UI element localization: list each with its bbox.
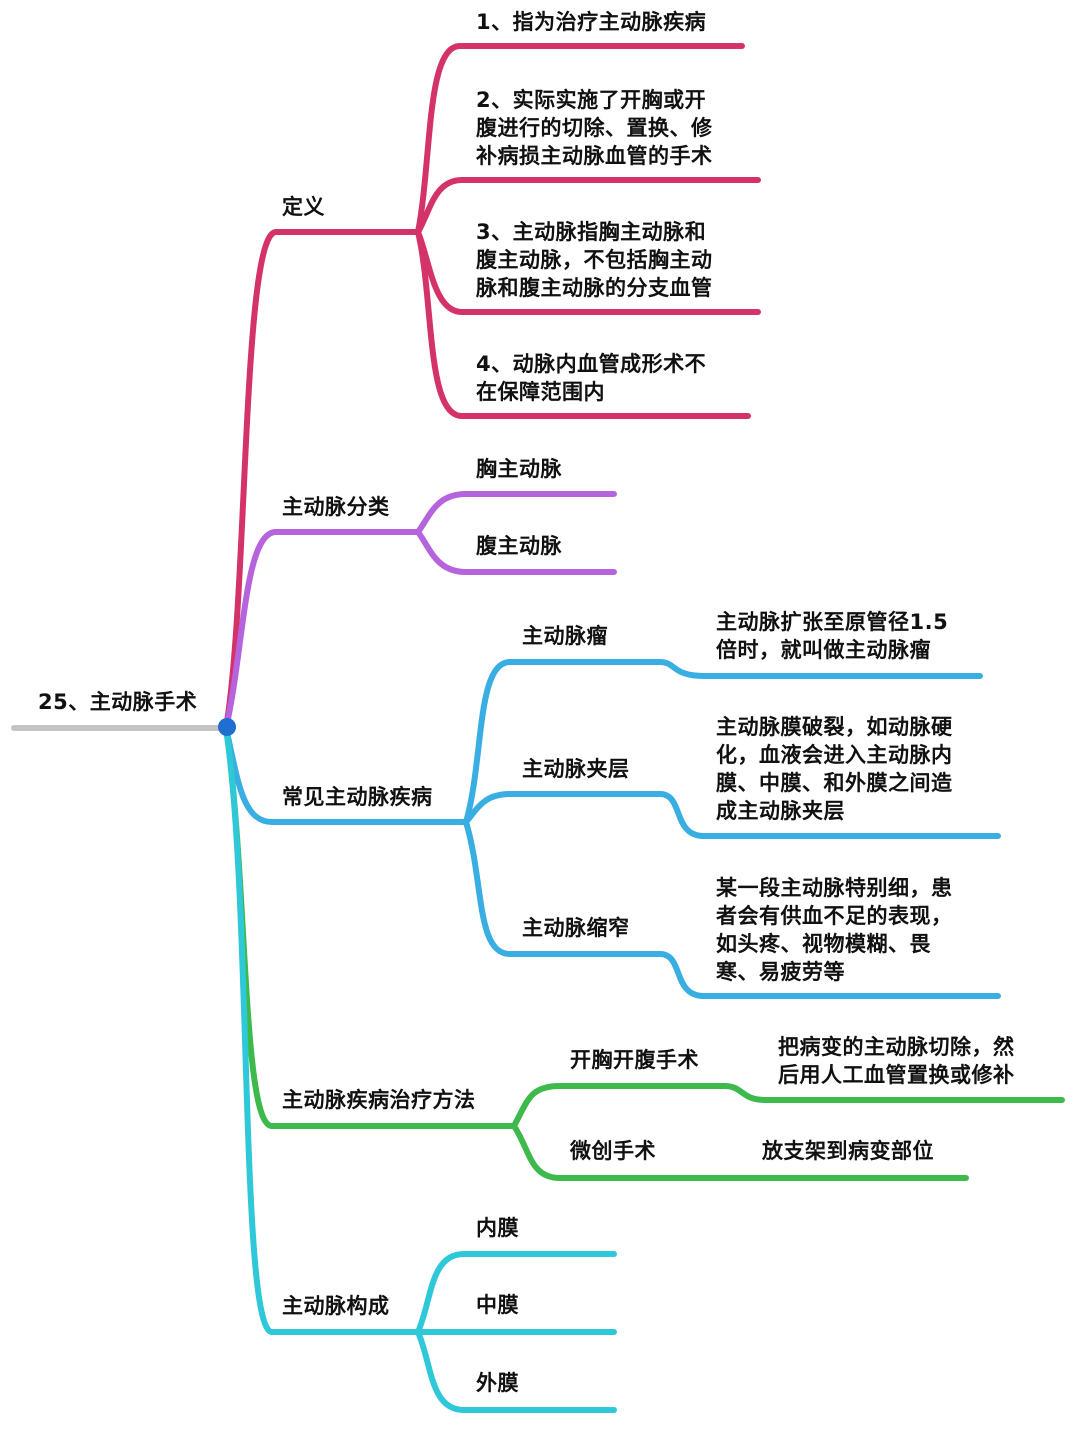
branch-composition[interactable]: 主动脉构成	[282, 1294, 390, 1318]
treatment-item[interactable]: 微创手术	[570, 1139, 656, 1163]
definition-item[interactable]: 2、实际实施了开胸或开 腹进行的切除、置换、修 补病损主动脉血管的手术	[476, 88, 713, 168]
treatment-detail[interactable]: 放支架到病变部位	[762, 1139, 934, 1163]
classification-item-connector	[415, 491, 617, 535]
classification-item-connector	[415, 529, 617, 575]
composition-item-connector	[415, 1329, 617, 1413]
definition-item[interactable]: 3、主动脉指胸主动脉和 腹主动脉，不包括胸主动 脉和腹主动脉的分支血管	[476, 220, 713, 300]
treatment-item-connector	[511, 1083, 1065, 1129]
disease-item-connector	[463, 791, 1001, 839]
root-node-dot	[218, 718, 236, 736]
composition-item[interactable]: 中膜	[476, 1293, 519, 1317]
definition-item[interactable]: 4、动脉内血管成形术不 在保障范围内	[476, 352, 707, 404]
branch-diseases[interactable]: 常见主动脉疾病	[282, 785, 433, 809]
disease-item[interactable]: 主动脉夹层	[522, 757, 630, 781]
definition-connector	[223, 229, 421, 731]
classification-item[interactable]: 胸主动脉	[476, 457, 562, 481]
definition-item-connector	[415, 177, 761, 235]
composition-item-connector	[415, 1251, 617, 1335]
disease-item-connector	[463, 659, 983, 825]
disease-detail[interactable]: 主动脉膜破裂，如动脉硬 化，血液会进入主动脉内 膜、中膜、和外膜之间造 成主动脉…	[716, 715, 953, 823]
composition-item[interactable]: 内膜	[476, 1216, 519, 1240]
definition-item-connector	[415, 229, 751, 419]
composition-item[interactable]: 外膜	[476, 1371, 519, 1395]
disease-detail[interactable]: 主动脉扩张至原管径1.5 倍时，就叫做主动脉瘤	[716, 610, 949, 662]
classification-connector	[223, 529, 421, 731]
treatment-detail[interactable]: 把病变的主动脉切除，然 后用人工血管置换或修补	[778, 1035, 1015, 1087]
classification-item[interactable]: 腹主动脉	[476, 534, 562, 558]
disease-detail[interactable]: 某一段主动脉特别细，患 者会有供血不足的表现， 如头疼、视物模糊、畏 寒、易疲劳…	[716, 876, 953, 984]
root-topic[interactable]: 25、主动脉手术	[38, 690, 198, 714]
treatment-item-connector	[511, 1123, 969, 1181]
branch-definition[interactable]: 定义	[282, 195, 325, 219]
definition-item-connector	[415, 43, 745, 235]
disease-item[interactable]: 主动脉瘤	[522, 624, 608, 648]
treatment-item[interactable]: 开胸开腹手术	[570, 1048, 699, 1072]
branch-classification[interactable]: 主动脉分类	[282, 495, 390, 519]
disease-item-connector	[463, 819, 1001, 999]
composition-connector	[223, 725, 421, 1335]
disease-item[interactable]: 主动脉缩窄	[522, 916, 630, 940]
definition-item[interactable]: 1、指为治疗主动脉疾病	[476, 10, 707, 34]
branch-treatment[interactable]: 主动脉疾病治疗方法	[282, 1088, 476, 1112]
